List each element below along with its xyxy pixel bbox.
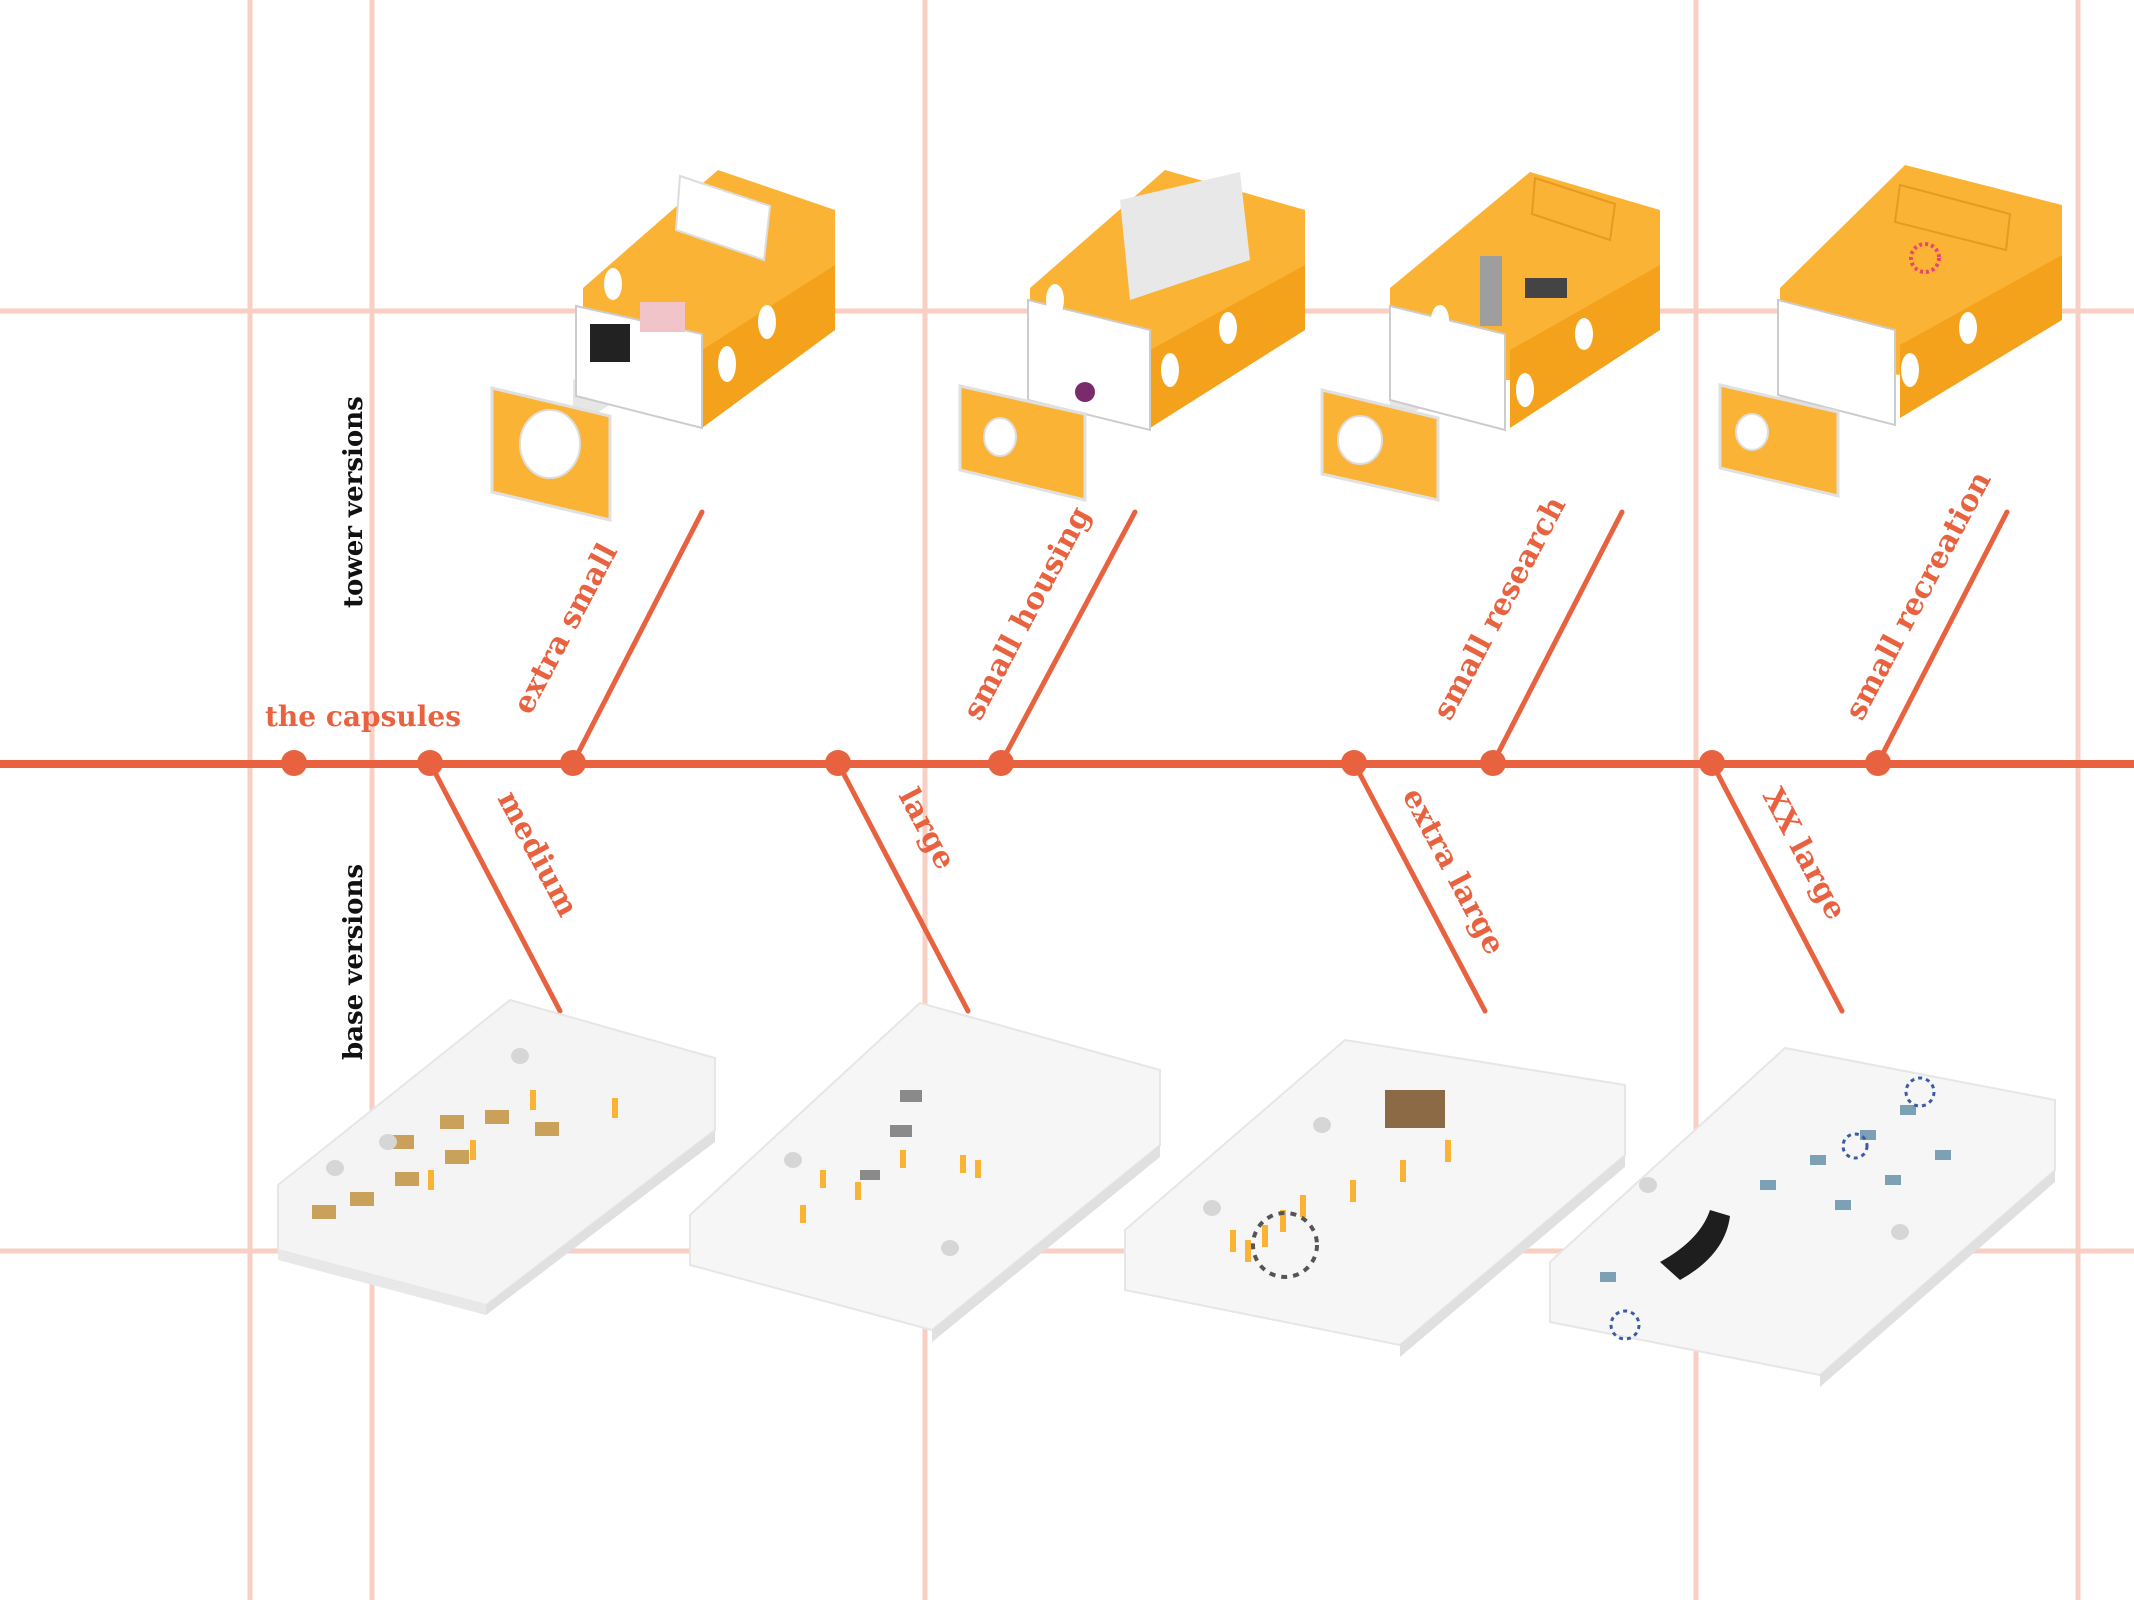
furniture-block [640, 302, 685, 332]
furniture-cluster [1600, 1105, 1951, 1282]
base-side-face [486, 1130, 715, 1315]
porthole-window [1516, 373, 1534, 407]
capsule-ceiling-panel [674, 174, 772, 262]
base-capsule-medium [277, 998, 716, 1315]
label-small-housing: small housing [956, 501, 1098, 726]
base-side-face [932, 1145, 1160, 1342]
people-cluster [800, 1150, 981, 1223]
base-top-surface [689, 1001, 1161, 1332]
porthole-window [604, 268, 622, 300]
label-large: large [891, 782, 963, 875]
people-cluster [1230, 1140, 1451, 1262]
base-side-face [1820, 1170, 2055, 1387]
axis-nodes [281, 750, 1891, 776]
porthole-window [758, 305, 776, 339]
porthole-window [326, 1160, 344, 1176]
porthole-window [1161, 353, 1179, 387]
porthole-window [511, 1048, 529, 1064]
furniture-block [1480, 256, 1502, 326]
capsule-ceiling-panel [1893, 183, 2012, 252]
porthole-window [1203, 1200, 1221, 1216]
porthole-window [1046, 284, 1064, 316]
tower-connectors [570, 509, 2010, 766]
capsule-interior-wall [1120, 172, 1250, 300]
node-small-housing [988, 750, 1014, 776]
section-label-tower: tower versions [339, 396, 369, 608]
capsule-side-wall [1150, 265, 1305, 428]
detached-panel [1718, 383, 1840, 498]
detached-panel [958, 384, 1087, 502]
base-front-face [278, 1250, 486, 1315]
base-capsule-extra-large [1124, 1038, 1626, 1357]
porthole-window [519, 409, 581, 479]
section-label-base: base versions [339, 864, 369, 1060]
tower-capsule-small-recreation [1718, 165, 2062, 498]
porthole-window [784, 1152, 802, 1168]
base-side-face [1400, 1155, 1625, 1357]
node-small-research [1480, 750, 1506, 776]
node-small-recreation [1865, 750, 1891, 776]
base-capsule-xx-large [1549, 1046, 2056, 1387]
label-xx-large: XX large [1755, 782, 1853, 925]
porthole-window [1431, 305, 1449, 335]
porthole-window [1219, 312, 1237, 344]
porthole-window [1575, 318, 1593, 350]
furniture-ring [1251, 1211, 1319, 1279]
furniture-chair [1075, 382, 1095, 402]
tower-capsule-extra-small [490, 170, 835, 522]
node-medium [417, 750, 443, 776]
furniture-ring [1841, 1132, 1869, 1160]
furniture-cluster [312, 1110, 559, 1219]
diagram-title: the capsules [265, 700, 461, 733]
porthole-window [718, 346, 736, 382]
capsule-end-wall [1777, 298, 1896, 427]
node-extra-large [1341, 750, 1367, 776]
base-capsule-large [689, 1001, 1161, 1342]
connector-extra-large [1351, 760, 1488, 1014]
capsule-ceiling-panel [1530, 176, 1617, 242]
furniture-block [590, 324, 630, 362]
node-extra-small [560, 750, 586, 776]
porthole-window [1639, 1177, 1657, 1193]
tower-capsule-small-research [1320, 172, 1660, 502]
central-feature [1660, 1210, 1730, 1280]
node-origin [281, 750, 307, 776]
connector-small-research [1490, 509, 1625, 766]
furniture-ring [1904, 1076, 1936, 1108]
node-xx-large [1699, 750, 1725, 776]
capsule-end-wall [1027, 298, 1151, 432]
people-cluster [428, 1090, 618, 1190]
capsule-end-wall [1389, 304, 1506, 432]
node-large [825, 750, 851, 776]
connector-small-housing [998, 509, 1138, 766]
porthole-window [1337, 415, 1383, 465]
porthole-window [1891, 1224, 1909, 1240]
furniture-block [1525, 278, 1567, 298]
furniture-ring [1609, 1309, 1641, 1341]
decorative-burst [1909, 242, 1941, 274]
connector-extra-small [570, 509, 705, 766]
base-connectors [427, 760, 1845, 1014]
label-small-research: small research [1426, 491, 1573, 726]
porthole-window [1735, 413, 1769, 451]
porthole-window [379, 1134, 397, 1150]
porthole-window [983, 417, 1017, 457]
porthole-window [1959, 312, 1977, 344]
connector-xx-large [1709, 760, 1845, 1014]
connector-small-recreation [1875, 509, 2010, 766]
porthole-window [941, 1240, 959, 1256]
connector-medium [427, 760, 563, 1014]
porthole-window [1901, 353, 1919, 387]
tower-capsule-small-housing [958, 170, 1305, 502]
connector-large [835, 760, 971, 1014]
capsule-side-wall [1900, 255, 2062, 418]
furniture-cluster [860, 1090, 922, 1180]
capsule-side-wall [702, 265, 835, 428]
porthole-window [1313, 1117, 1331, 1133]
central-feature [1385, 1090, 1445, 1128]
